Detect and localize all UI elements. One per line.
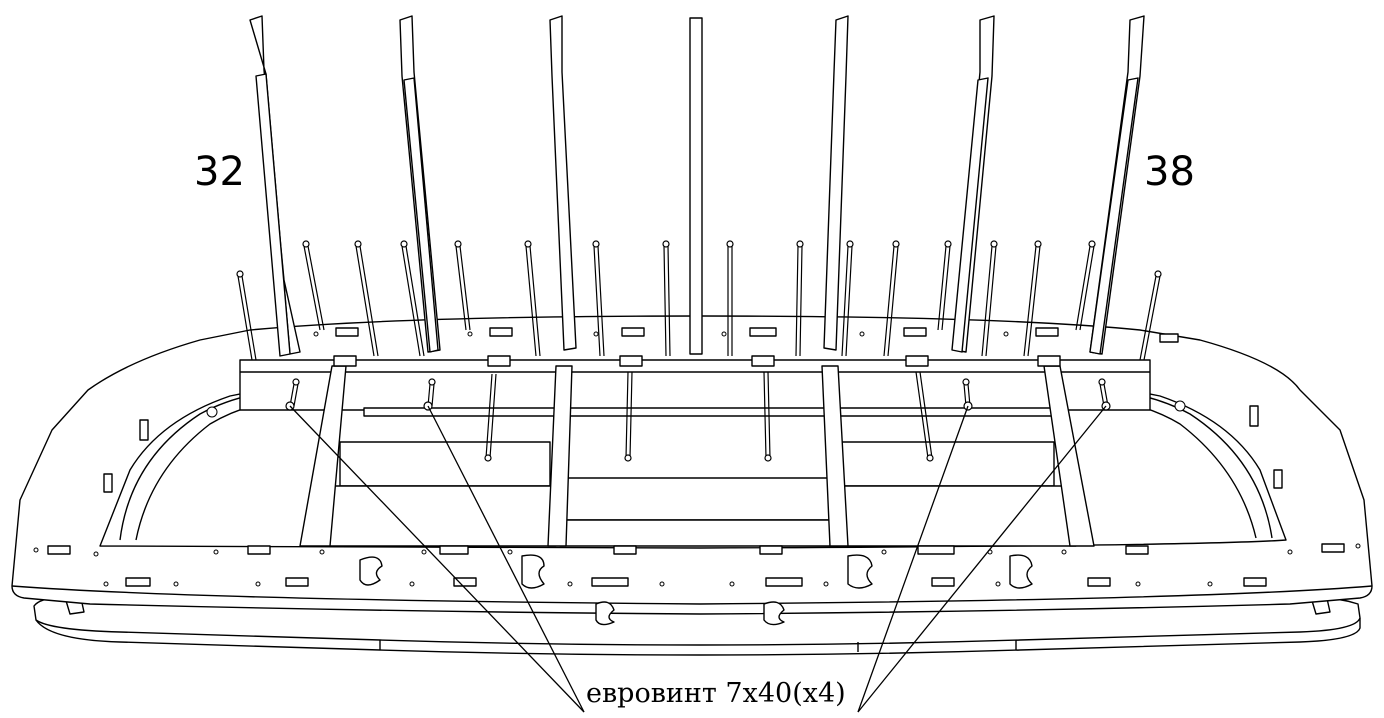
fastener-caption: евровинт 7х40(х4) [586, 678, 846, 709]
slat-5 [823, 15, 849, 351]
part-number-left: 32 [194, 149, 245, 195]
part-number-right: 38 [1144, 149, 1195, 195]
slat-3 [549, 15, 577, 351]
slat-4 [689, 17, 703, 355]
leader-lines [289, 405, 1107, 713]
screw-group-bottom [289, 371, 1109, 459]
screw-group-top [237, 245, 1161, 361]
